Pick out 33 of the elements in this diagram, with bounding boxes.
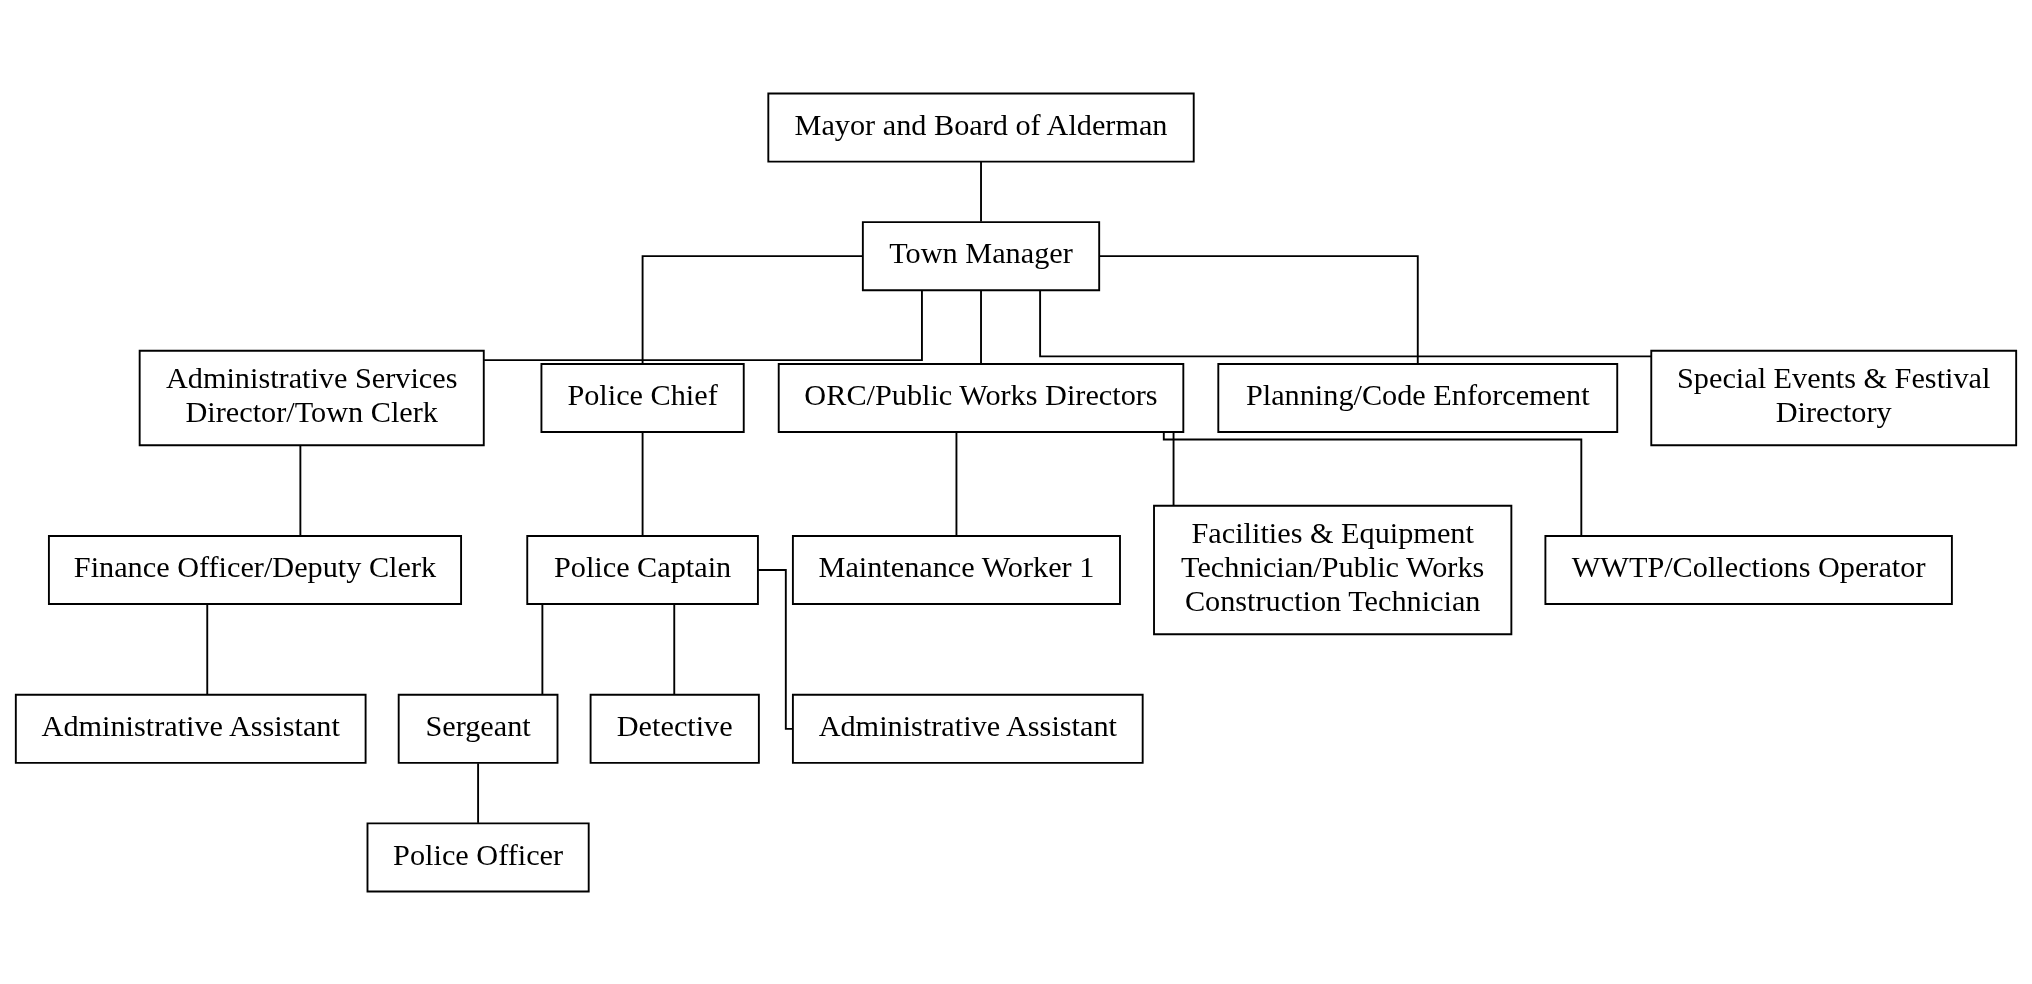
node-box: WWTP/Collections Operator xyxy=(1544,534,1953,605)
node-box: Planning/Code Enforcement xyxy=(1217,362,1619,433)
connector xyxy=(980,160,982,223)
connector xyxy=(641,431,644,537)
connector xyxy=(483,288,923,361)
node-box: Administrative Assistant xyxy=(14,693,367,764)
node-box: Police Chief xyxy=(540,362,745,433)
connector xyxy=(673,603,676,695)
node-box: Town Manager xyxy=(861,220,1101,291)
connector xyxy=(1039,289,1653,357)
connector xyxy=(641,254,864,365)
node-box: Sergeant xyxy=(397,693,559,764)
node-box: Police Officer xyxy=(366,821,590,892)
node-box: Maintenance Worker 1 xyxy=(791,534,1121,605)
node-box: Administrative Services Director/Town Clerk xyxy=(138,349,485,446)
node-box: Finance Officer/Deputy Clerk xyxy=(47,534,463,605)
connector xyxy=(1162,430,1583,537)
node-box: Police Captain xyxy=(526,534,759,605)
connector xyxy=(955,431,958,537)
connector xyxy=(980,289,982,364)
node-box: Facilities & Equipment Technician/Public Works Construction Technician xyxy=(1153,504,1513,635)
node-box: Administrative Assistant xyxy=(791,693,1144,764)
connector xyxy=(299,444,302,537)
node-box: Mayor and Board of Alderman xyxy=(767,92,1195,163)
connector xyxy=(1098,254,1419,365)
connector xyxy=(1172,431,1175,506)
node-box: Special Events & Festival Directory xyxy=(1650,349,2018,446)
connector xyxy=(206,603,209,695)
connector xyxy=(541,603,544,695)
connector xyxy=(757,568,794,730)
node-box: ORC/Public Works Directors xyxy=(777,362,1185,433)
connector xyxy=(477,761,480,824)
node-box: Detective xyxy=(589,693,760,764)
